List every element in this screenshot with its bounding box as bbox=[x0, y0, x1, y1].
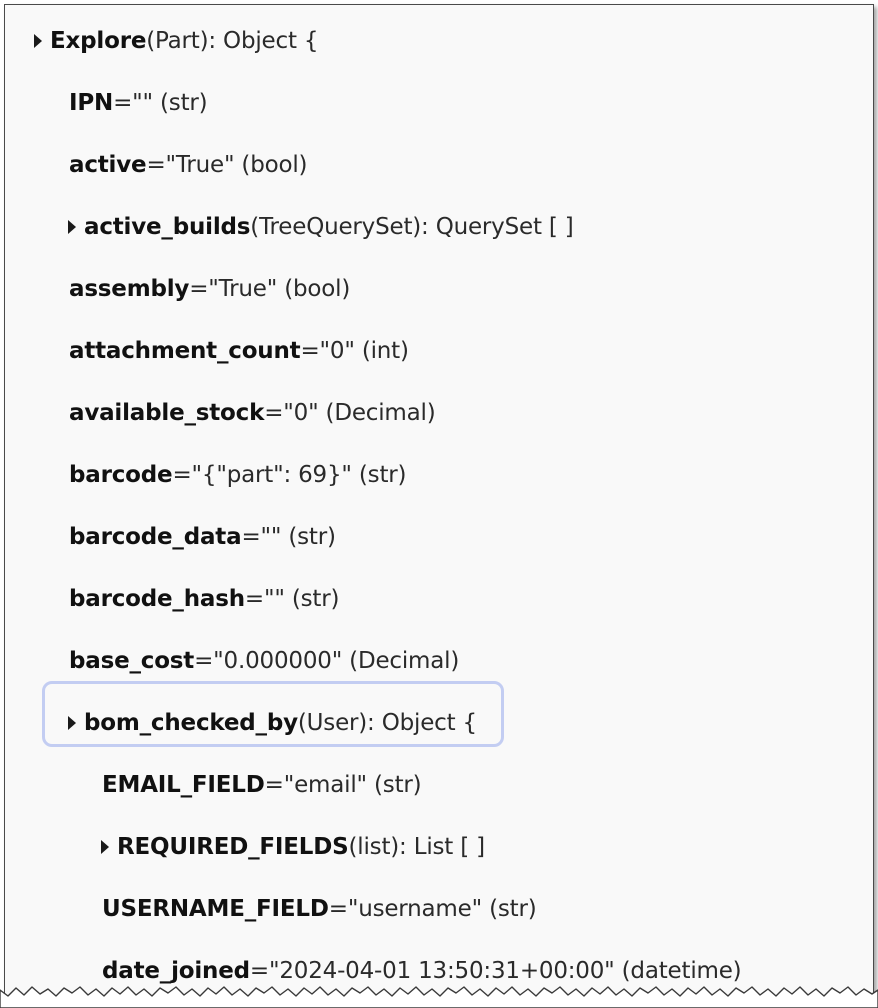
tree-key: EMAIL_FIELD bbox=[102, 772, 265, 798]
tree-row-required-fields[interactable]: REQUIRED_FIELDS (list): List [ ] bbox=[101, 827, 485, 867]
tree-value: (Part): Object { bbox=[146, 28, 319, 54]
tree-key: Explore bbox=[50, 28, 147, 54]
tree-row-email-field: EMAIL_FIELD ="email" (str) bbox=[102, 765, 422, 805]
tree-key: barcode_data bbox=[69, 524, 242, 550]
tree-value: ="username" (str) bbox=[328, 896, 537, 922]
tree-value: ="" (str) bbox=[113, 90, 208, 116]
tree-key: active_builds bbox=[84, 214, 251, 240]
tree-value: (User): Object { bbox=[297, 710, 477, 736]
caret-right-icon[interactable] bbox=[68, 716, 76, 730]
tree-key: barcode bbox=[69, 462, 173, 488]
tree-value: ="0.000000" (Decimal) bbox=[194, 648, 460, 674]
tree-value: ="" (str) bbox=[241, 524, 336, 550]
tree-value: ="True" (bool) bbox=[146, 152, 308, 178]
tree-key: attachment_count bbox=[69, 338, 301, 364]
tree-key: REQUIRED_FIELDS bbox=[117, 834, 349, 860]
caret-right-icon[interactable] bbox=[68, 220, 76, 234]
tree-key: available_stock bbox=[69, 400, 265, 426]
tree-row-ipn: IPN ="" (str) bbox=[69, 83, 208, 123]
torn-edge bbox=[0, 986, 878, 1008]
tree-key: date_joined bbox=[102, 958, 250, 984]
caret-right-icon[interactable] bbox=[101, 840, 109, 854]
tree-value: ="" (str) bbox=[244, 586, 340, 612]
tree-key: bom_checked_by bbox=[84, 710, 298, 736]
tree-value: ="True" (bool) bbox=[189, 276, 351, 302]
tree-row-attachment-count: attachment_count ="0" (int) bbox=[69, 331, 409, 371]
tree-row-username-field: USERNAME_FIELD ="username" (str) bbox=[102, 889, 537, 929]
caret-right-icon[interactable] bbox=[34, 34, 42, 48]
tree-value: (TreeQuerySet): QuerySet [ ] bbox=[250, 214, 574, 240]
tree-row-barcode-data: barcode_data ="" (str) bbox=[69, 517, 336, 557]
tree-row-available-stock: available_stock ="0" (Decimal) bbox=[69, 393, 436, 433]
tree-value: ="2024-04-01 13:50:31+00:00" (datetime) bbox=[249, 958, 742, 984]
tree-key: IPN bbox=[69, 90, 114, 116]
tree-row-barcode-hash: barcode_hash ="" (str) bbox=[69, 579, 339, 619]
tree-row-barcode: barcode ="{"part": 69}" (str) bbox=[69, 455, 407, 495]
tree-value: ="{"part": 69}" (str) bbox=[172, 462, 407, 488]
tree-row-base-cost: base_cost ="0.000000" (Decimal) bbox=[69, 641, 459, 681]
tree-key: assembly bbox=[69, 276, 190, 302]
tree-value: ="email" (str) bbox=[264, 772, 422, 798]
tree-row-bom-checked-by[interactable]: bom_checked_by (User): Object { bbox=[68, 703, 477, 743]
tree-row-date-joined: date_joined ="2024-04-01 13:50:31+00:00"… bbox=[102, 951, 742, 991]
tree-row-explore[interactable]: Explore (Part): Object { bbox=[34, 21, 319, 61]
tree-value: (list): List [ ] bbox=[348, 834, 486, 860]
tree-value: ="0" (Decimal) bbox=[264, 400, 436, 426]
tree-key: active bbox=[69, 152, 147, 178]
tree-row-active-builds[interactable]: active_builds (TreeQuerySet): QuerySet [… bbox=[68, 207, 574, 247]
object-explorer-panel: Explore (Part): Object { IPN ="" (str) a… bbox=[4, 4, 874, 1005]
tree-row-active: active ="True" (bool) bbox=[69, 145, 308, 185]
tree-row-assembly: assembly ="True" (bool) bbox=[69, 269, 350, 309]
tree-value: ="0" (int) bbox=[300, 338, 409, 364]
tree-key: base_cost bbox=[69, 648, 195, 674]
tree-key: barcode_hash bbox=[69, 586, 245, 612]
tree-key: USERNAME_FIELD bbox=[102, 896, 329, 922]
